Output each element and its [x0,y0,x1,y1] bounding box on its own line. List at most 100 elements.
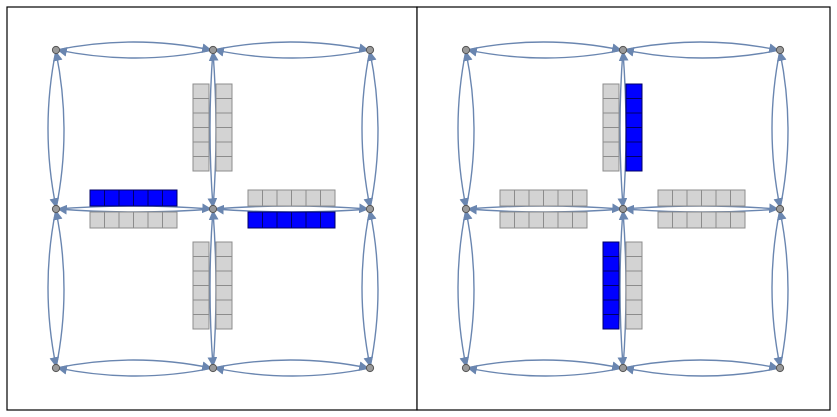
graph-node [775,204,785,214]
edge-arrow [617,208,628,367]
edge-arrow [55,41,212,54]
queue-empty [247,189,336,207]
queue-slot-empty [625,299,643,315]
graph-node [618,363,628,373]
queue-slot-empty [672,211,688,229]
queue-filled [625,83,643,172]
queue-slot-empty [730,211,746,229]
queue-slot-empty [104,211,120,229]
queue-slot-filled [602,270,620,286]
queue-slot-empty [686,189,702,207]
queue-slot-empty [572,189,588,207]
edge-arrow [624,46,781,59]
queue-slot-empty [215,127,233,143]
edges-group [457,41,789,377]
edge-arrow [214,46,371,59]
edge-arrow [776,51,789,210]
queue-empty [215,83,233,172]
queue-slot-filled [276,211,292,229]
queue-slot-empty [528,211,544,229]
queue-empty [625,241,643,330]
queue-slot-empty [247,189,263,207]
queue-empty [657,211,746,229]
edge-arrow [57,46,214,59]
edge-arrow [465,41,622,54]
queue-slot-empty [543,189,559,207]
queue-slot-filled [625,127,643,143]
queue-slot-empty [320,189,336,207]
queue-slot-empty [192,314,210,330]
queue-slot-filled [262,211,278,229]
queue-slot-filled [247,211,263,229]
queue-slot-empty [715,189,731,207]
queue-slot-empty [192,256,210,272]
left-panel [6,6,418,411]
queue-slot-empty [215,314,233,330]
queue-slot-empty [215,285,233,301]
queue-filled [247,211,336,229]
queue-empty [215,241,233,330]
graph-node [461,204,471,214]
queue-slot-empty [192,156,210,172]
graph-node [461,363,471,373]
queue-slot-filled [291,211,307,229]
edge-arrow [465,359,622,372]
edge-arrow [462,51,475,210]
queue-slot-empty [162,211,178,229]
edge-arrow [457,208,470,367]
edge-arrow [617,49,628,208]
queue-slot-empty [133,211,149,229]
queue-slot-filled [602,241,620,257]
graph-node [208,204,218,214]
queue-empty [657,189,746,207]
edge-arrow [207,208,218,367]
edge-arrow [771,208,784,367]
queue-slot-empty [625,270,643,286]
queue-slot-empty [701,211,717,229]
queue-slot-empty [118,211,134,229]
queue-slot-filled [118,189,134,207]
edge-arrow [47,208,60,367]
queue-slot-filled [305,211,321,229]
queue-slot-empty [276,189,292,207]
queue-filled [89,189,178,207]
queue-slot-empty [192,241,210,257]
queue-slot-empty [192,141,210,157]
queue-slot-empty [528,189,544,207]
queue-slot-filled [625,83,643,99]
queue-slot-filled [625,141,643,157]
graph-node [618,45,628,55]
graph-node [775,363,785,373]
queue-slot-empty [192,285,210,301]
queue-slot-empty [602,98,620,114]
edge-arrow [366,51,379,210]
queue-slot-empty [602,156,620,172]
queue-slot-empty [192,83,210,99]
queue-slot-empty [557,211,573,229]
queue-slot-empty [215,241,233,257]
edge-arrow [776,210,789,369]
edge-arrow [771,49,784,208]
queue-slot-filled [602,285,620,301]
queue-slot-filled [320,211,336,229]
queue-slot-filled [133,189,149,207]
queue-empty [192,83,210,172]
queue-slot-empty [192,299,210,315]
graph-node [365,204,375,214]
queue-slot-empty [514,189,530,207]
queue-slot-empty [701,189,717,207]
queue-slot-empty [602,112,620,128]
queue-slot-empty [305,189,321,207]
queue-slot-empty [686,211,702,229]
graph-node [51,363,61,373]
queue-slot-empty [557,189,573,207]
queue-slot-empty [672,189,688,207]
queue-empty [192,241,210,330]
graph-node [208,45,218,55]
queue-slot-empty [215,98,233,114]
edge-arrow [47,49,60,208]
queue-slot-empty [215,141,233,157]
queue-slot-filled [602,299,620,315]
